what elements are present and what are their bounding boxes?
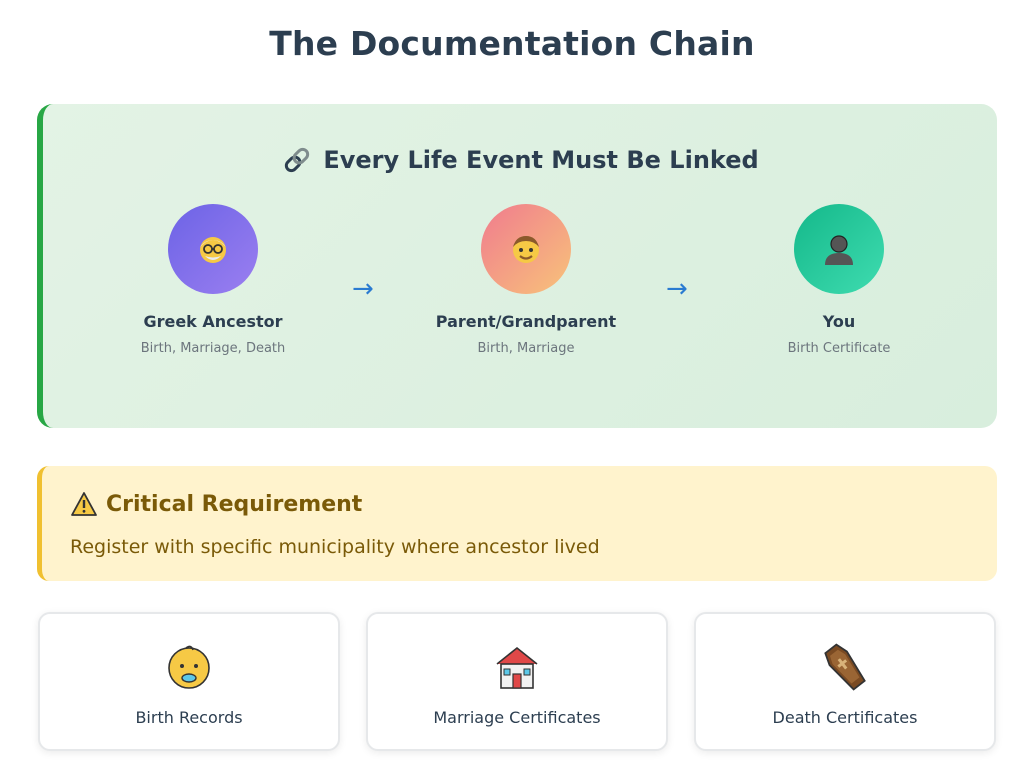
warning-title: Critical Requirement [70,491,362,517]
coffin-icon [824,643,866,691]
warning-title-text: Critical Requirement [106,491,363,517]
you-avatar [794,204,884,294]
chain-heading: Every Life Event Must Be Linked [43,144,997,176]
card-label: Death Certificates [772,708,918,727]
chain-heading-text: Every Life Event Must Be Linked [323,146,759,174]
warning-icon [71,492,97,516]
step-docs: Birth Certificate [787,341,891,356]
chain-arrow: → [666,274,688,304]
card-birth-records[interactable]: Birth Records [38,612,340,751]
warning-text: Register with specific municipality wher… [70,536,600,558]
chain-step-ancestor: Greek Ancestor Birth, Marriage, Death [93,204,333,356]
card-label: Marriage Certificates [433,708,601,727]
link-icon [281,144,313,176]
step-name: You [822,312,856,331]
card-label: Birth Records [135,708,243,727]
person-silhouette-icon [825,235,853,265]
warning-panel: Critical Requirement Register with speci… [37,466,997,581]
old-man-icon [200,237,226,263]
card-marriage-certificates[interactable]: Marriage Certificates [366,612,668,751]
step-name: Parent/Grandparent [435,312,617,331]
card-death-certificates[interactable]: Death Certificates [694,612,996,751]
step-docs: Birth, Marriage [477,341,575,356]
step-docs: Birth, Marriage, Death [140,341,286,356]
page-title: The Documentation Chain [269,24,755,63]
baby-icon [168,645,210,689]
chain-step-parent: Parent/Grandparent Birth, Marriage [406,204,646,356]
ancestor-avatar [168,204,258,294]
wedding-house-icon [496,646,538,689]
parent-avatar [481,204,571,294]
step-name: Greek Ancestor [143,312,283,331]
chain-panel: Every Life Event Must Be Linked Greek An… [37,104,997,428]
chain-step-you: You Birth Certificate [719,204,959,356]
man-icon [513,236,539,263]
chain-arrow: → [352,274,374,304]
